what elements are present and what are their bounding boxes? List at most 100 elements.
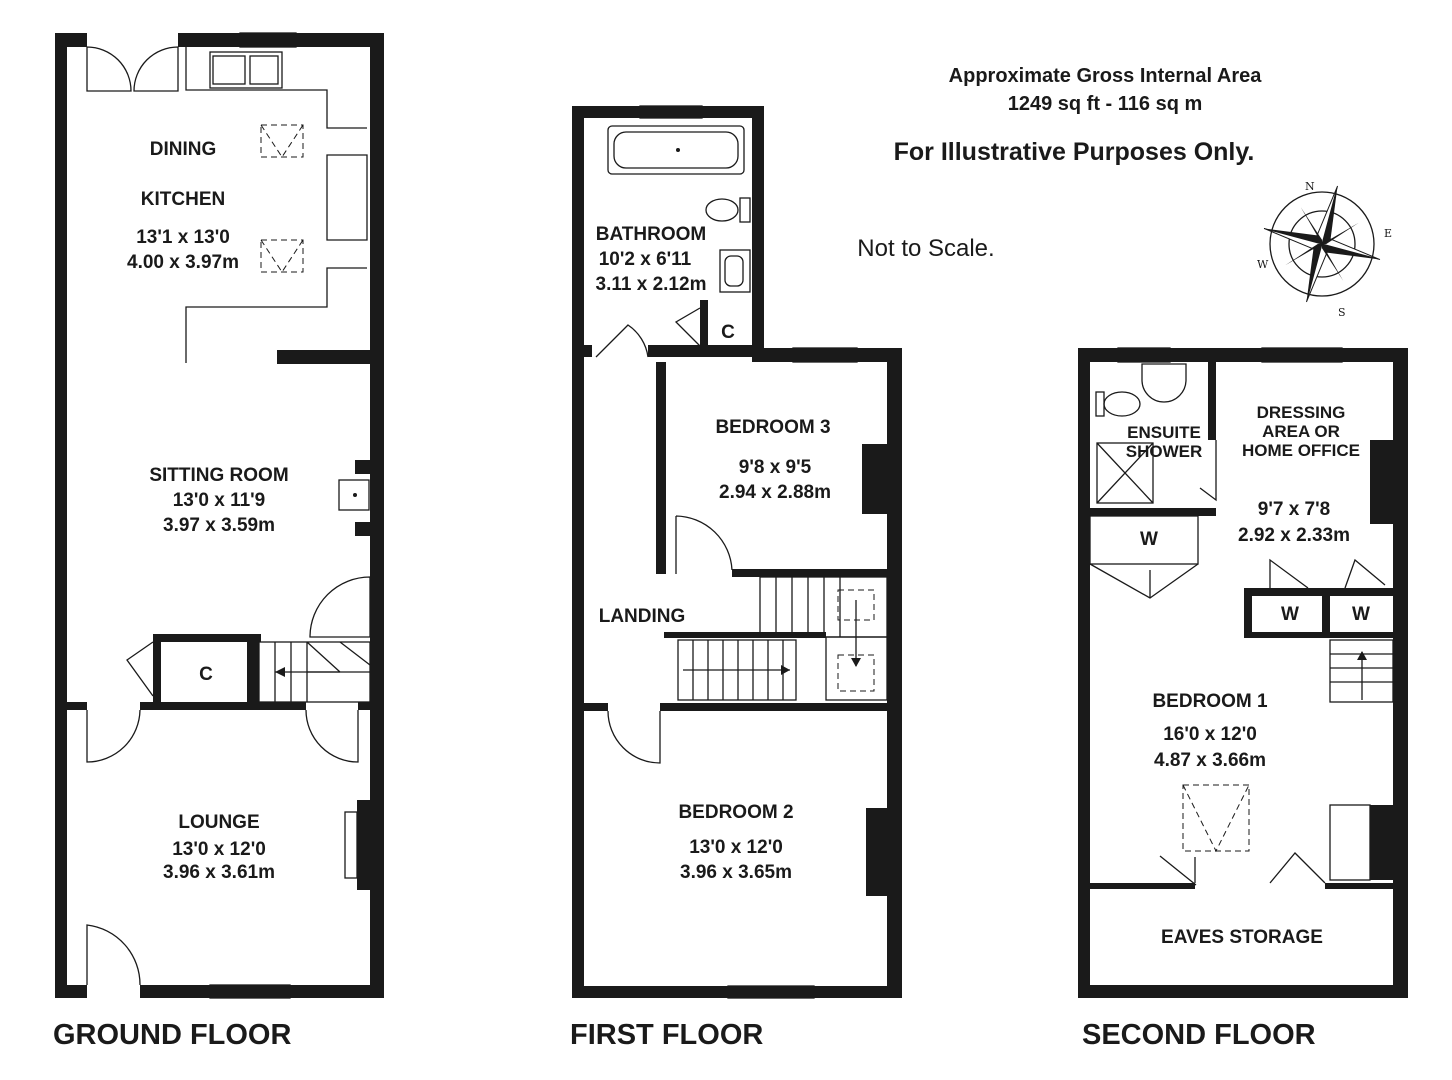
ff-bath-wall-b bbox=[648, 345, 752, 357]
ff-stair-hatch-2 bbox=[837, 654, 875, 692]
gf-french-door-right bbox=[133, 46, 179, 92]
ff-window-bed3 bbox=[792, 347, 858, 363]
gf-kitchen-label: KITCHEN bbox=[141, 189, 225, 210]
ff-bathroom-imperial: 10'2 x 6'11 bbox=[599, 249, 692, 270]
gf-sink-bowl-right bbox=[249, 55, 279, 85]
gf-worktop-top bbox=[185, 47, 367, 129]
gf-kitchen-imperial: 13'1 x 13'0 bbox=[136, 227, 230, 248]
gf-lounge-label: LOUNGE bbox=[178, 812, 259, 833]
ff-bathroom-metric: 3.11 x 2.12m bbox=[596, 274, 707, 295]
gf-stair-door bbox=[309, 576, 371, 638]
ff-cupboard-label: C bbox=[721, 322, 735, 343]
ff-stairs-upper-treads bbox=[775, 577, 841, 637]
ff-stair-arrowhead bbox=[851, 658, 861, 667]
sf-bedroom1-imperial: 16'0 x 12'0 bbox=[1163, 724, 1257, 745]
sf-ensuite-door bbox=[1199, 440, 1217, 502]
ff-wall-top-2 bbox=[752, 348, 902, 362]
sf-bed1-chimney bbox=[1370, 805, 1393, 880]
sf-wardrobe-left-doors bbox=[1089, 563, 1199, 599]
sf-toilet bbox=[1103, 391, 1141, 417]
gf-wall-bottom-right bbox=[140, 985, 384, 998]
disclaimer: For Illustrative Purposes Only. bbox=[894, 138, 1255, 166]
ff-landing-label: LANDING bbox=[599, 606, 686, 627]
ff-cupboard-door bbox=[674, 307, 701, 347]
gf-sink-bowl-left bbox=[212, 55, 246, 85]
sf-window-dressing bbox=[1261, 347, 1343, 363]
ff-bedroom2-imperial: 13'0 x 12'0 bbox=[689, 837, 783, 858]
ff-bath-wall-a bbox=[584, 345, 592, 357]
sf-stair-arrowhead bbox=[1357, 651, 1367, 660]
ff-wall-bottom bbox=[572, 986, 902, 998]
ff-bath-door bbox=[595, 324, 649, 358]
ff-wall-right bbox=[887, 348, 902, 998]
gf-cupboard-door bbox=[126, 641, 154, 697]
gf-dining-label: DINING bbox=[150, 139, 217, 160]
gf-kitchen-metric: 4.00 x 3.97m bbox=[127, 252, 239, 273]
sf-wall-top bbox=[1078, 348, 1408, 362]
sf-ensuite-bottom-wall bbox=[1090, 508, 1216, 516]
ff-toilet-cistern bbox=[739, 197, 751, 223]
gf-lounge-metric: 3.96 x 3.61m bbox=[163, 862, 275, 883]
gf-wall-right bbox=[370, 33, 384, 998]
gf-partition-mid bbox=[140, 702, 306, 710]
sf-bed1-recess bbox=[1329, 804, 1371, 881]
gf-window-rear bbox=[239, 32, 297, 48]
sf-eaves-label: EAVES STORAGE bbox=[1161, 927, 1323, 948]
ff-stairs-lower-arrowhead bbox=[781, 665, 790, 675]
compass-outer-ring bbox=[1269, 191, 1375, 297]
ff-window-front bbox=[727, 985, 815, 999]
sf-ensuite-label-1: ENSUITE bbox=[1127, 423, 1201, 442]
sf-wardrobe-door-1 bbox=[1269, 558, 1309, 589]
gf-lounge-hearth bbox=[344, 811, 358, 879]
sf-ensuite-label-2: SHOWER bbox=[1126, 442, 1203, 461]
ff-wall-left bbox=[572, 106, 584, 998]
sf-wall-right bbox=[1393, 348, 1408, 998]
ground-floor-plan bbox=[55, 32, 384, 999]
ff-basin bbox=[719, 249, 751, 293]
sf-wardrobe-right-left bbox=[1244, 588, 1252, 638]
sf-eaves-doors bbox=[1159, 852, 1326, 886]
gf-lounge-door-2 bbox=[305, 709, 359, 763]
sf-bedroom1-label: BEDROOM 1 bbox=[1152, 691, 1268, 712]
ff-toilet bbox=[705, 198, 739, 222]
gf-stair-arrowhead bbox=[275, 667, 285, 677]
gf-title: GROUND FLOOR bbox=[53, 1019, 291, 1051]
gf-unit-tall bbox=[326, 154, 368, 241]
ff-bed2-chimney bbox=[866, 808, 887, 896]
gf-skylight-1-cross bbox=[260, 124, 304, 158]
ff-wall-bath-right bbox=[752, 106, 764, 358]
ff-bed3-chimney bbox=[862, 444, 887, 514]
gf-wall-kitchen-divider bbox=[277, 350, 384, 364]
gf-window-front bbox=[209, 984, 291, 999]
gf-chimney-bottom bbox=[355, 522, 370, 536]
sf-dressing-label-3: HOME OFFICE bbox=[1242, 441, 1360, 460]
gf-cupboard-top bbox=[153, 634, 261, 642]
sf-window-ensuite bbox=[1117, 347, 1171, 363]
scale-note: Not to Scale. bbox=[857, 235, 994, 262]
sf-title: SECOND FLOOR bbox=[1082, 1019, 1316, 1051]
sf-ensuite-right-wall bbox=[1208, 362, 1216, 440]
sf-wall-left bbox=[1078, 348, 1090, 998]
gf-stove bbox=[338, 479, 370, 511]
gf-chimney-top bbox=[355, 460, 370, 474]
ff-landing-wall bbox=[664, 632, 826, 638]
compass-s-label: S bbox=[1338, 306, 1346, 319]
sf-toilet-cistern bbox=[1095, 391, 1105, 417]
gf-skylight-2-cross bbox=[260, 239, 304, 273]
sf-wardrobe-left bbox=[1089, 515, 1199, 565]
gf-wall-top-left bbox=[55, 33, 87, 47]
sf-bedroom1-metric: 4.87 x 3.66m bbox=[1154, 750, 1266, 771]
gf-lounge-chimney bbox=[357, 800, 370, 890]
sf-basin bbox=[1141, 363, 1187, 403]
ff-bedroom3-imperial: 9'8 x 9'5 bbox=[739, 457, 812, 478]
sf-wardrobe-right-bottom bbox=[1244, 632, 1393, 638]
sf-wardrobe-right-mid bbox=[1322, 588, 1330, 638]
gf-partition-left bbox=[55, 702, 87, 710]
ff-bed2-wall-b bbox=[660, 703, 887, 711]
sf-shower-x bbox=[1096, 442, 1154, 504]
compass-star bbox=[1263, 185, 1381, 303]
sf-dressing-chimney bbox=[1370, 440, 1393, 524]
gf-french-door-left bbox=[86, 46, 132, 92]
sf-eaves-wall-a bbox=[1090, 883, 1195, 889]
